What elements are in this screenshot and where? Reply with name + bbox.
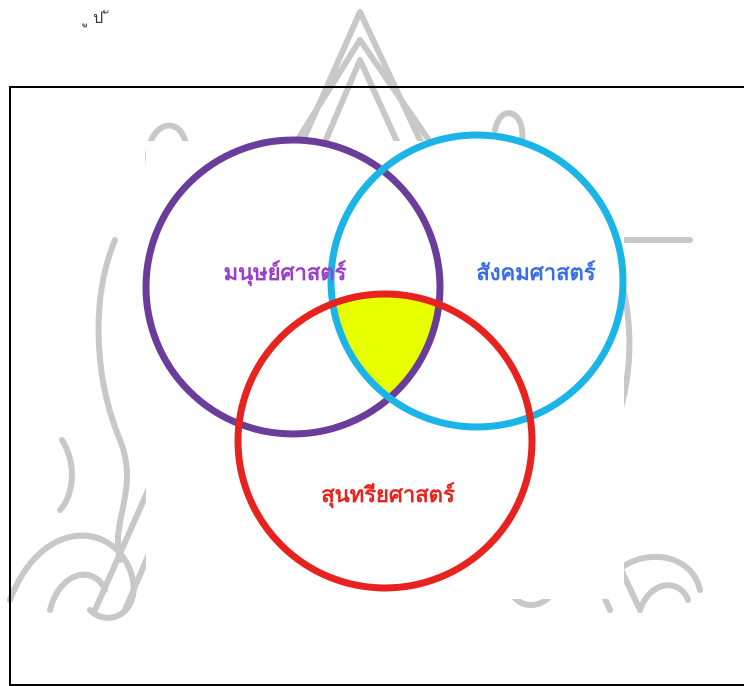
label-social-sciences: สังคมศาสตร์ [476,260,595,286]
venn-circle-humanities [146,140,440,434]
label-aesthetics: สุนทรียศาสตร์ [321,482,455,509]
venn-diagram: มนุษย์ศาสตร์ สังคมศาสตร์ สุนทรียศาสตร์ [0,0,744,634]
label-humanities: มนุษย์ศาสตร์ [224,260,347,287]
